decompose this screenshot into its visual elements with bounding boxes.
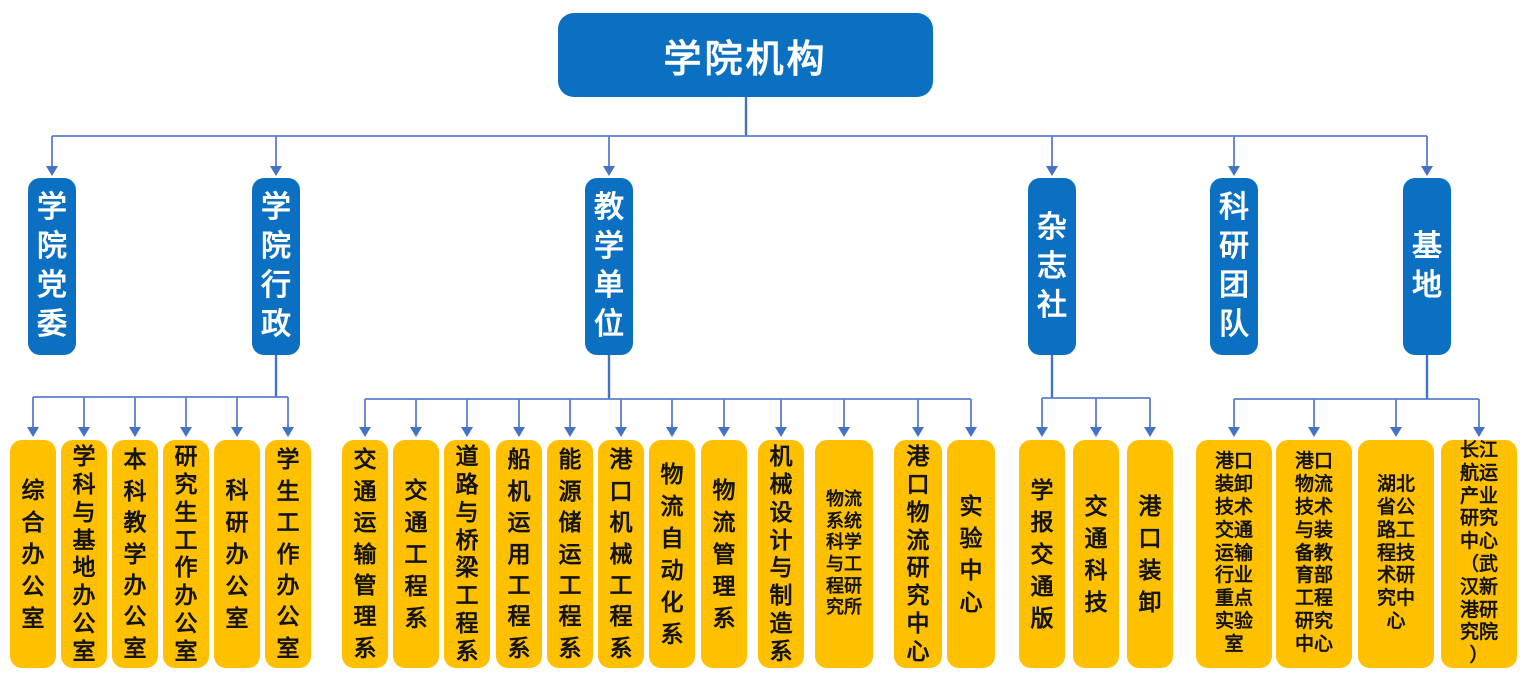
- leaf-node: 物流系统科学与工程研究所: [815, 440, 873, 668]
- leaf-label: 交通运输管理系: [353, 446, 377, 661]
- leaf-label: 港口物流研究中心: [906, 442, 930, 665]
- leaf-node: 湖北省公路工程技术研究中心: [1358, 440, 1434, 668]
- leaf-label: 港口装卸: [1138, 492, 1162, 615]
- leaf-label: 湖北省公路工程技术研究中心: [1376, 474, 1415, 632]
- branch-node-teaching-units: 教学单位: [585, 178, 633, 355]
- leaf-node: 港口物流技术与装备教育部工程研究中心: [1276, 440, 1352, 668]
- leaf-node: 学报交通版: [1019, 440, 1065, 668]
- leaf-node: 道路与桥梁工程系: [444, 440, 490, 668]
- leaf-node: 物流管理系: [701, 440, 747, 668]
- leaf-node: 物流自动化系: [649, 440, 695, 668]
- leaf-node: 实验中心: [947, 440, 995, 668]
- leaf-label: 物流管理系: [712, 476, 736, 631]
- leaf-label: 港口物流技术与装备教育部工程研究中心: [1294, 451, 1333, 655]
- leaf-label: 学报交通版: [1030, 476, 1054, 631]
- leaf-label: 科研办公室: [225, 476, 249, 631]
- leaf-node: 交通工程系: [393, 440, 439, 668]
- leaf-label: 实验中心: [959, 492, 983, 615]
- leaf-label: 船机运用工程系: [507, 446, 531, 661]
- leaf-node: 港口装卸: [1127, 440, 1173, 668]
- leaf-node: 交通运输管理系: [342, 440, 388, 668]
- leaf-label: 交通工程系: [404, 476, 428, 631]
- branch-label: 学院行政: [261, 191, 291, 341]
- leaf-node: 交通科技: [1073, 440, 1119, 668]
- root-node-label: 学院机构: [663, 38, 828, 81]
- branch-node-research-team: 科研团队: [1210, 178, 1258, 355]
- branch-node-party-committee: 学院党委: [28, 178, 76, 355]
- leaf-node: 船机运用工程系: [496, 440, 542, 668]
- leaf-node: 能源储运工程系: [547, 440, 593, 668]
- branch-node-base: 基地: [1403, 178, 1451, 355]
- leaf-label: 本科教学办公室: [123, 446, 147, 661]
- leaf-node: 港口物流研究中心: [894, 440, 942, 668]
- root-node: 学院机构: [558, 13, 933, 97]
- leaf-label: 长江航运产业研究中心（武汉新港研究院）: [1459, 440, 1498, 667]
- leaf-label: 港口装卸技术交通运输行业重点实验室: [1214, 451, 1253, 655]
- leaf-label: 交通科技: [1084, 492, 1108, 615]
- branch-label: 科研团队: [1219, 191, 1249, 341]
- leaf-label: 物流系统科学与工程研究所: [826, 489, 862, 618]
- leaf-label: 研究生工作办公室: [174, 442, 198, 665]
- leaf-node: 学生工作办公室: [265, 440, 311, 668]
- branch-node-magazine: 杂志社: [1028, 178, 1076, 355]
- leaf-node: 本科教学办公室: [112, 440, 158, 668]
- branch-label: 教学单位: [594, 191, 624, 341]
- branch-label: 杂志社: [1037, 210, 1067, 322]
- leaf-node: 机械设计与制造系: [758, 440, 804, 668]
- branch-label: 学院党委: [37, 191, 67, 341]
- leaf-node: 综合办公室: [10, 440, 56, 668]
- branch-node-administration: 学院行政: [252, 178, 300, 355]
- leaf-label: 机械设计与制造系: [769, 442, 793, 665]
- leaf-node: 港口装卸技术交通运输行业重点实验室: [1196, 440, 1272, 668]
- leaf-node: 长江航运产业研究中心（武汉新港研究院）: [1441, 440, 1517, 668]
- leaf-node: 科研办公室: [214, 440, 260, 668]
- leaf-label: 物流自动化系: [660, 460, 684, 647]
- leaf-node: 研究生工作办公室: [163, 440, 209, 668]
- leaf-node: 港口机械工程系: [598, 440, 644, 668]
- leaf-label: 港口机械工程系: [609, 446, 633, 661]
- leaf-label: 能源储运工程系: [558, 446, 582, 661]
- leaf-node: 学科与基地办公室: [61, 440, 107, 668]
- leaf-label: 综合办公室: [21, 476, 45, 631]
- branch-label: 基地: [1412, 230, 1442, 302]
- leaf-label: 道路与桥梁工程系: [455, 442, 479, 665]
- leaf-label: 学生工作办公室: [276, 446, 300, 661]
- leaf-label: 学科与基地办公室: [72, 442, 96, 665]
